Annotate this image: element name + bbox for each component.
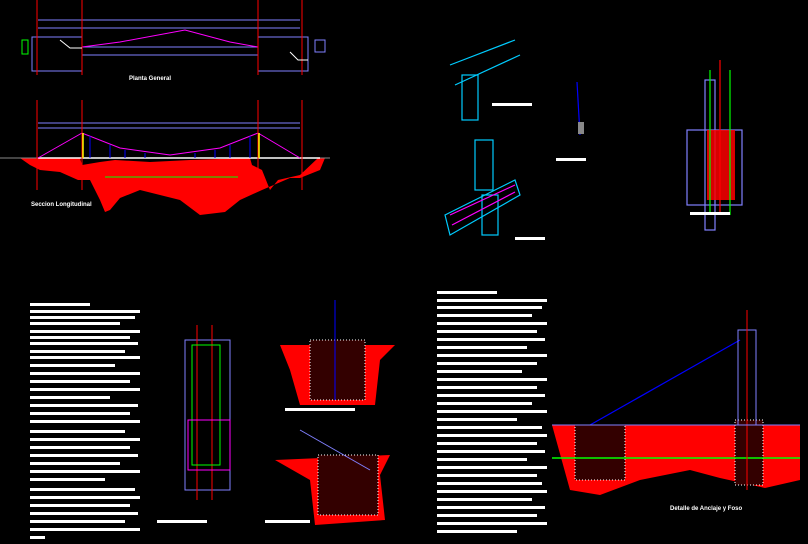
section-view-title: Seccion Longitudinal xyxy=(31,202,92,208)
plan-view-title: Planta General xyxy=(129,76,172,82)
section-view xyxy=(0,100,330,215)
foundation-details xyxy=(184,300,395,525)
anchor-detail xyxy=(552,310,800,495)
tower-details xyxy=(444,39,743,236)
caption-bars xyxy=(157,103,730,523)
notes-right xyxy=(437,291,547,533)
notes-left xyxy=(30,303,140,539)
terrain xyxy=(20,158,325,215)
plan-view xyxy=(21,0,326,75)
anchor-detail-title: Detalle de Anclaje y Foso xyxy=(670,506,743,512)
